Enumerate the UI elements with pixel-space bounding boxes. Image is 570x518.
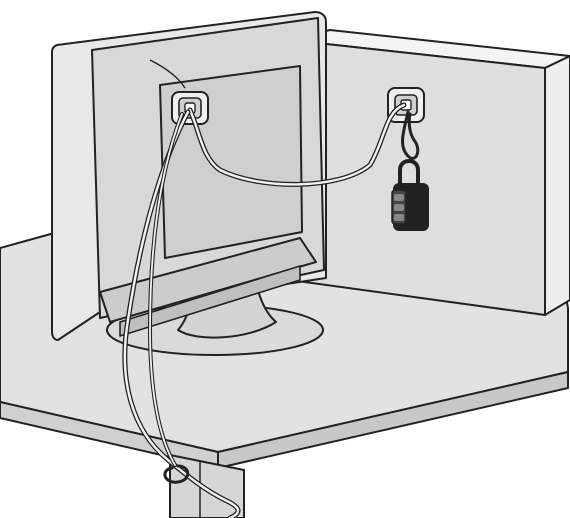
padlock-icon [391, 159, 429, 231]
monitor [51, 11, 327, 341]
monitor-bottom-bar [99, 237, 317, 323]
padlock-shackle [398, 159, 420, 188]
cabinet-side [544, 55, 570, 316]
security-cable [122, 102, 420, 518]
desk-right-edge [217, 371, 569, 469]
cabinet [289, 29, 570, 316]
